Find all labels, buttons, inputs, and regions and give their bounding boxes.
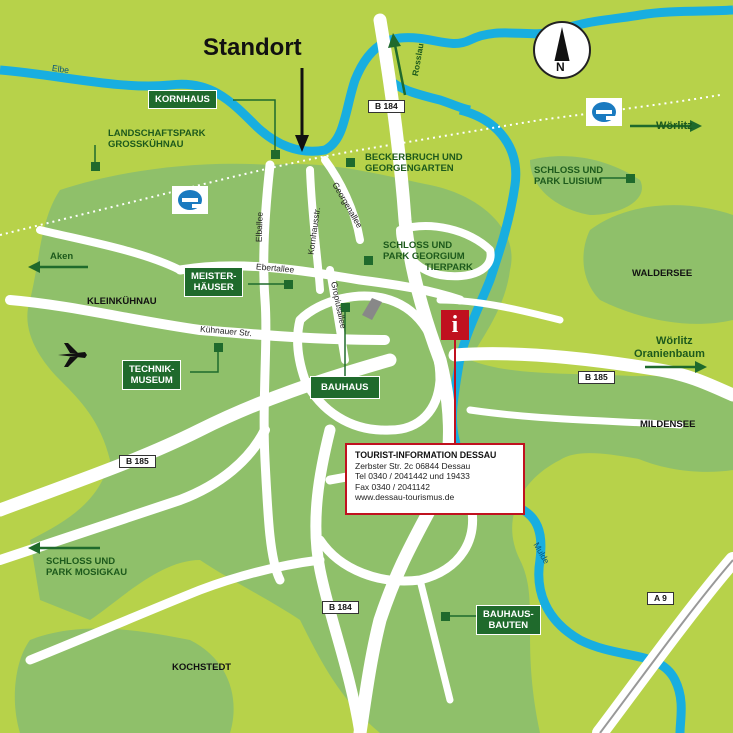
road-badge-b184-bottom: B 184 xyxy=(322,601,359,614)
marker-beckerbruch xyxy=(346,158,355,167)
marker-landschaftspark xyxy=(91,162,100,171)
tourist-info-title: TOURIST-INFORMATION DESSAU xyxy=(355,450,497,460)
marker-meisterhaeuser xyxy=(284,280,293,289)
label-kochstedt: KOCHSTEDT xyxy=(172,662,232,673)
compass-icon: N xyxy=(533,21,591,79)
road-badge-a9: A 9 xyxy=(647,592,674,605)
road-mildensee xyxy=(466,406,684,429)
road-ebertallee xyxy=(175,261,465,305)
tourist-info-fax: Fax 0340 / 2041142 xyxy=(355,481,430,492)
road-tierpark xyxy=(396,222,495,281)
marker-bauhausbauten xyxy=(441,612,450,621)
road-kleinkuehnau xyxy=(36,226,184,274)
standort-label: Standort xyxy=(203,34,302,61)
airplane-icon xyxy=(58,343,87,367)
road-georgenallee xyxy=(321,156,364,244)
road-ring xyxy=(293,291,445,435)
elbe-label: Elbe xyxy=(51,62,70,76)
road-bauhausbauten xyxy=(416,576,454,704)
woerlitz-right-arrow-head xyxy=(695,361,707,373)
road-b184-south xyxy=(310,424,366,733)
road-badge-b185-left: B 185 xyxy=(119,455,156,468)
label-woerlitz-top: Wörlitz xyxy=(656,120,693,132)
label-woerlitz-right: Wörlitz xyxy=(656,335,693,347)
aken-arrow-head xyxy=(28,261,40,273)
box-kornhaus: KORNHAUS xyxy=(148,90,217,109)
box-bauhaus: BAUHAUS xyxy=(310,376,380,399)
tourist-info-address: Zerbster Str. 2c 06844 Dessau xyxy=(355,460,471,471)
tourist-info-web: www.dessau-tourismus.de xyxy=(355,492,455,502)
rosslau-arrow-line xyxy=(393,44,407,96)
tourist-info-box: TOURIST-INFORMATION DESSAU Zerbster Str.… xyxy=(345,443,525,515)
mosigkau-arrow-head xyxy=(28,542,40,554)
leader-technikmuseum xyxy=(190,352,219,373)
label-kleinkuehnau: KLEINKÜHNAU xyxy=(87,296,157,307)
info-icon: i xyxy=(441,310,469,340)
label-schloss-luisium: SCHLOSS UND PARK LUISIUM xyxy=(534,165,604,187)
road-east xyxy=(436,296,564,324)
ferry-icon-top xyxy=(586,98,622,126)
road-southwest xyxy=(25,555,325,665)
label-beckerbruch: BECKERBRUCH UND GEORGENGARTEN xyxy=(365,152,463,174)
compass-letter: N xyxy=(556,60,565,74)
label-waldersee: WALDERSEE xyxy=(632,268,693,279)
label-oranienbaum: Oranienbaum xyxy=(634,348,705,360)
marker-bauhaus xyxy=(341,303,350,312)
box-technikmuseum: TECHNIK- MUSEUM xyxy=(122,360,182,390)
a9-center-line xyxy=(599,559,733,733)
luisium-area xyxy=(530,156,642,215)
road-b184 xyxy=(353,13,456,733)
label-aken: Aken xyxy=(50,251,74,262)
standort-arrow-head xyxy=(295,135,309,152)
bauhaus-building xyxy=(362,298,382,320)
woerlitz-top-arrow-head xyxy=(690,120,702,132)
marker-technikmuseum xyxy=(214,343,223,352)
road-elballee xyxy=(259,160,285,585)
box-meisterhaeuser: MEISTER- HÄUSER xyxy=(184,267,244,297)
road-kornhausstr xyxy=(306,166,324,294)
label-mildensee: MILDENSEE xyxy=(640,419,696,430)
box-bauhausbauten: BAUHAUS- BAUTEN xyxy=(476,605,541,635)
label-landschaftspark: LANDSCHAFTSPARK GROSSKÜHNAU xyxy=(108,128,206,150)
road-b185-east xyxy=(448,347,733,402)
rossau-river xyxy=(386,76,471,115)
marker-luisium xyxy=(626,174,635,183)
waldersee-area xyxy=(583,205,733,324)
road-gropiusallee xyxy=(326,266,349,364)
tourist-info-tel: Tel 0340 / 2041442 und 19433 xyxy=(355,471,470,481)
road-badge-b185-right: B 185 xyxy=(578,371,615,384)
elbe-river xyxy=(0,5,733,156)
marker-georgium xyxy=(364,256,373,265)
leader-kornhaus xyxy=(233,99,276,150)
kochstedt-area xyxy=(14,628,234,733)
road-west xyxy=(0,425,270,565)
label-schloss-georgium: SCHLOSS UND PARK GEORGIUM TIERPARK xyxy=(383,240,473,273)
road-kuehnauer xyxy=(5,295,390,345)
marker-kornhaus xyxy=(271,150,280,159)
ferry-icon-left xyxy=(172,186,208,214)
street-elballee: Elballee xyxy=(253,211,265,243)
rosslau-arrow-head xyxy=(388,33,401,48)
road-badge-b184-top: B 184 xyxy=(368,100,405,113)
label-schloss-mosigkau: SCHLOSS UND PARK MOSIGKAU xyxy=(46,556,128,578)
